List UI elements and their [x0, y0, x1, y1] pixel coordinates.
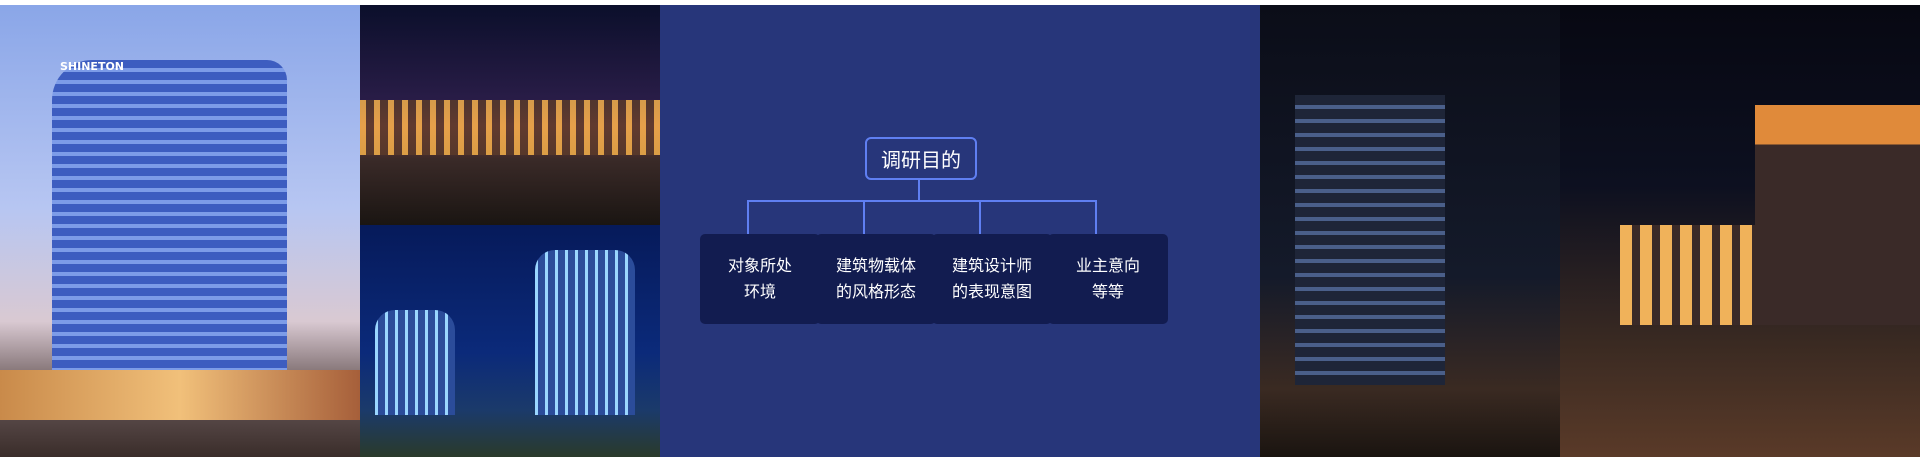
diagram-node-environment: 对象所处 环境	[700, 234, 820, 324]
photo-residential-tower-night	[1260, 5, 1560, 457]
connector-vertical-root	[918, 180, 920, 201]
diagram-root-node: 调研目的	[865, 137, 977, 180]
diagram-node-owner-intent: 业主意向 等等	[1048, 234, 1168, 324]
connector-3	[979, 200, 981, 234]
hotel-sign: SHINETON	[60, 60, 125, 73]
building-podium	[0, 370, 360, 420]
lit-storefronts	[360, 100, 660, 155]
diagram-node-designer-intent: 建筑设计师 的表现意图	[932, 234, 1052, 324]
connector-2	[863, 200, 865, 234]
photo-shopping-street-night	[1560, 5, 1920, 457]
tower-right	[535, 250, 635, 415]
photo-curved-towers-night	[360, 225, 660, 457]
photo-hotel-building: SHINETON	[0, 5, 360, 457]
diagram-node-building-style: 建筑物载体 的风格形态	[816, 234, 936, 324]
research-purpose-diagram: 调研目的 对象所处 环境 建筑物载体 的风格形态 建筑设计师 的表现意图 业主意…	[660, 5, 1260, 457]
tower-facade	[1295, 95, 1445, 385]
connector-horizontal	[747, 200, 1097, 202]
connector-4	[1095, 200, 1097, 234]
store-building	[1755, 105, 1920, 325]
storefront-row	[1620, 225, 1760, 325]
building-facade	[52, 60, 287, 380]
tower-left	[375, 310, 455, 415]
photo-commercial-street-night	[360, 5, 660, 225]
connector-1	[747, 200, 749, 234]
